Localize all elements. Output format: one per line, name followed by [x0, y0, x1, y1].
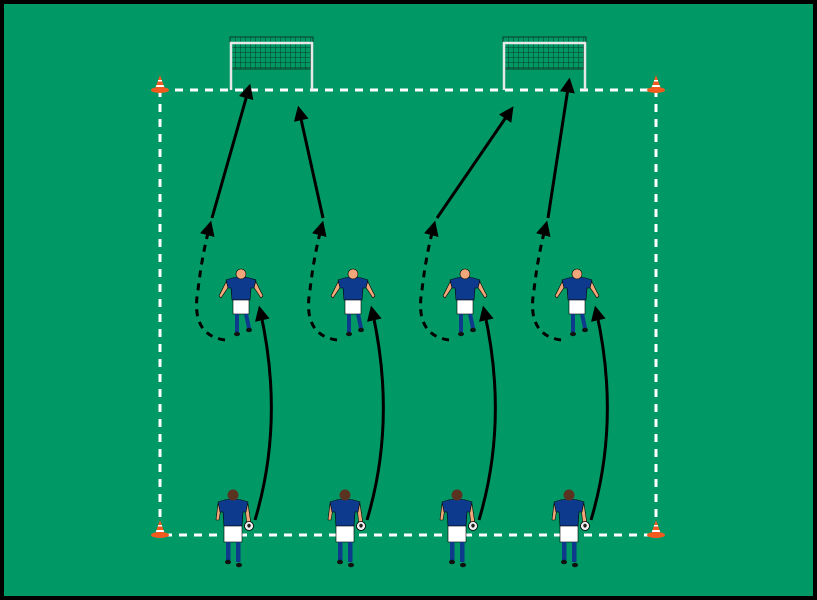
- pass-arrow: [589, 305, 609, 521]
- drill-area-boundary: [158, 88, 658, 537]
- shot-arrow: [210, 83, 254, 219]
- shot-arrow: [293, 105, 325, 219]
- pass-arrow: [365, 305, 385, 521]
- pitch-background: [4, 4, 813, 596]
- shot-arrow: [546, 77, 575, 219]
- run-arrow: [419, 220, 450, 342]
- pass-arrow: [477, 305, 497, 521]
- run-arrow: [531, 220, 562, 342]
- shot-arrow: [435, 106, 514, 219]
- run-arrow: [195, 220, 226, 342]
- run-arrow: [307, 220, 338, 342]
- pass-arrow: [253, 305, 273, 521]
